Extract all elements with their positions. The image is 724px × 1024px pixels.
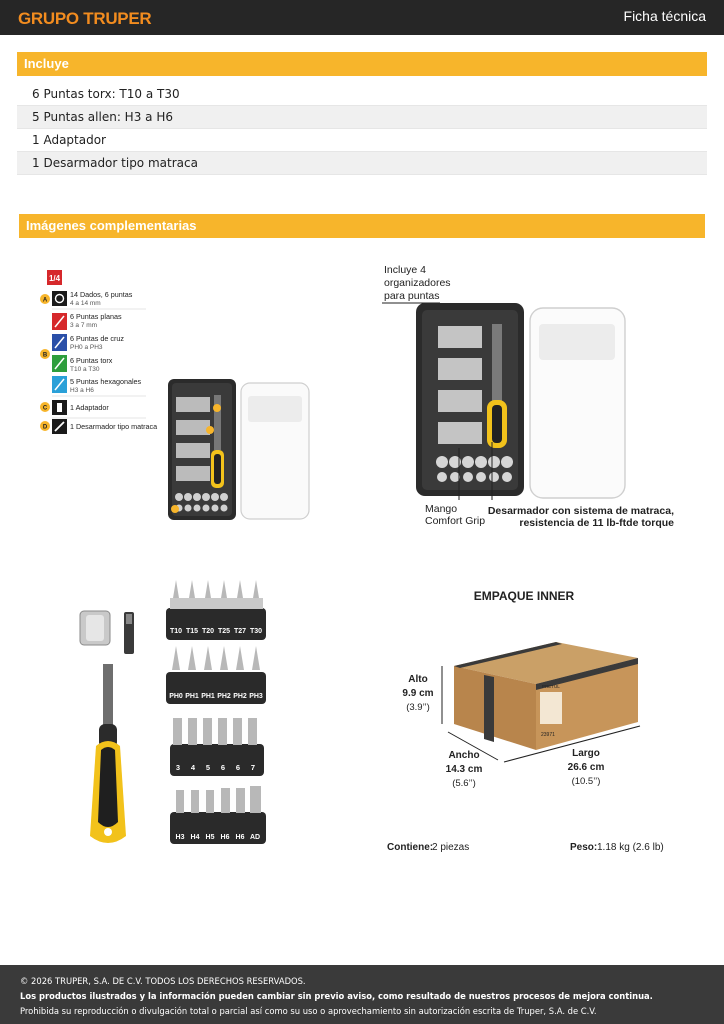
svg-text:1 Adaptador: 1 Adaptador	[70, 403, 109, 412]
list-item: 1 Adaptador	[17, 129, 707, 152]
bits-screwdriver-image: T10 T15 T20 T25 T27 T30 PH0 PH1 PH1 PH2 …	[72, 574, 272, 850]
svg-text:H6: H6	[221, 834, 230, 841]
svg-text:para puntas: para puntas	[384, 290, 439, 302]
svg-text:resistencia de 11 lb-ftde torq: resistencia de 11 lb-ftde torque	[519, 517, 674, 529]
case-callouts-image: Incluye 4 organizadores para puntas	[378, 260, 688, 536]
packaging-title: EMPAQUE INNER	[474, 589, 575, 603]
change-notice: Los productos ilustrados y la informació…	[20, 991, 653, 1001]
svg-text:PH0: PH0	[169, 693, 183, 700]
length-value: 26.6 cm	[568, 762, 605, 773]
svg-text:T15: T15	[186, 628, 198, 635]
drive-size-label: 1/4	[49, 274, 61, 283]
svg-text:5 Puntas hexagonales: 5 Puntas hexagonales	[70, 377, 142, 386]
svg-text:(10.5’’): (10.5’’)	[572, 776, 601, 787]
svg-text:PH0 a PH3: PH0 a PH3	[70, 344, 103, 351]
list-item: 1 Desarmador tipo matraca	[17, 152, 707, 175]
svg-text:T27: T27	[234, 628, 246, 635]
legend-row-adapter: C 1 Adaptador	[40, 400, 146, 419]
svg-text:PH2: PH2	[233, 693, 247, 700]
svg-text:23971: 23971	[541, 732, 555, 738]
footer: © 2026 TRUPER, S.A. DE C.V. TODOS LOS DE…	[0, 965, 724, 1024]
copyright: © 2026 TRUPER, S.A. DE C.V. TODOS LOS DE…	[20, 976, 306, 986]
svg-text:Comfort Grip: Comfort Grip	[425, 515, 485, 527]
svg-text:7: 7	[251, 763, 255, 772]
svg-text:AD: AD	[250, 834, 260, 841]
bit-row-slotted: 3 4 5 6 6 7	[170, 718, 264, 776]
weight-label: Peso:	[570, 842, 597, 853]
svg-text:6: 6	[221, 763, 225, 772]
svg-text:H3 a H6: H3 a H6	[70, 387, 94, 394]
svg-text:14 Dados, 6 puntas: 14 Dados, 6 puntas	[70, 290, 133, 299]
svg-text:T30: T30	[250, 628, 262, 635]
height-value: 9.9 cm	[402, 688, 433, 699]
section-title: Imágenes complementarias	[26, 218, 197, 233]
svg-text:T10 a T30: T10 a T30	[70, 366, 100, 373]
section-header-includes: Incluye	[17, 52, 707, 76]
svg-text:3 a 7 mm: 3 a 7 mm	[70, 322, 97, 329]
legal-notice: Prohibida su reproducción o divulgación …	[20, 1006, 597, 1016]
svg-text:H6: H6	[236, 834, 245, 841]
bit-row-torx: T10 T15 T20 T25 T27 T30	[166, 580, 266, 640]
case-illustration	[168, 379, 310, 520]
svg-text:6 Puntas de cruz: 6 Puntas de cruz	[70, 334, 124, 343]
svg-text:PH1: PH1	[201, 693, 215, 700]
box-illustration: PRETUL 23971	[454, 642, 638, 750]
width-label: Ancho	[448, 750, 479, 761]
legend-row-screwdriver: D 1 Desarmador tipo matraca	[40, 419, 157, 434]
svg-text:T10: T10	[170, 628, 182, 635]
svg-text:C: C	[43, 406, 48, 412]
contents-label: Contiene:	[387, 842, 433, 853]
legend-group-bits: B 6 Puntas planas 3 a 7 mm 6 Puntas de c…	[40, 312, 146, 397]
weight-value: 1.18 kg (2.6 lb)	[597, 842, 664, 853]
socket-illustration	[79, 610, 111, 646]
svg-text:4 a 14 mm: 4 a 14 mm	[70, 300, 101, 307]
svg-text:H3: H3	[176, 834, 185, 841]
svg-text:H4: H4	[191, 834, 200, 841]
svg-text:PH3: PH3	[249, 693, 263, 700]
svg-text:organizadores: organizadores	[384, 277, 451, 289]
width-value: 14.3 cm	[446, 764, 483, 775]
callout-handle: Mango	[425, 503, 457, 515]
svg-text:H5: H5	[206, 834, 215, 841]
document-type: Ficha técnica	[623, 8, 706, 24]
svg-text:D: D	[43, 425, 48, 431]
svg-text:3: 3	[176, 763, 180, 772]
top-bar: GRUPO TRUPER Ficha técnica	[0, 0, 724, 35]
svg-text:T20: T20	[202, 628, 214, 635]
drive-size-icon	[47, 270, 62, 285]
adapter-illustration	[124, 612, 134, 654]
svg-text:6: 6	[236, 763, 240, 772]
list-item: 5 Puntas allen: H3 a H6	[17, 106, 707, 129]
callout-organizers: Incluye 4	[384, 264, 426, 276]
bit-row-phillips: PH0 PH1 PH1 PH2 PH2 PH3	[166, 646, 266, 704]
svg-text:PRETUL: PRETUL	[542, 684, 560, 689]
svg-text:5: 5	[206, 763, 210, 772]
svg-text:(5.6’’): (5.6’’)	[452, 778, 476, 789]
svg-text:(3.9’’): (3.9’’)	[406, 702, 430, 713]
bit-row-hex: H3 H4 H5 H6 H6 AD	[170, 786, 266, 844]
svg-text:A: A	[43, 298, 48, 304]
includes-list: 6 Puntas torx: T10 a T30 5 Puntas allen:…	[17, 83, 707, 175]
legend-row-sockets: A 14 Dados, 6 puntas 4 a 14 mm	[40, 290, 146, 310]
svg-text:6 Puntas planas: 6 Puntas planas	[70, 312, 122, 321]
contents-value: 2 piezas	[432, 842, 469, 853]
brand-logo: GRUPO TRUPER	[18, 9, 152, 28]
svg-text:PH1: PH1	[185, 693, 199, 700]
packaging-image: EMPAQUE INNER PRETUL 23971 Alto 9.9 cm (…	[376, 584, 676, 860]
svg-text:PH2: PH2	[217, 693, 231, 700]
list-item: 6 Puntas torx: T10 a T30	[17, 83, 707, 106]
svg-text:4: 4	[191, 763, 196, 772]
height-label: Alto	[408, 674, 427, 685]
callout-ratchet: Desarmador con sistema de matraca,	[488, 505, 674, 517]
svg-text:T25: T25	[218, 628, 230, 635]
case-illustration	[416, 303, 626, 499]
section-header-images: Imágenes complementarias	[19, 214, 705, 238]
svg-text:1 Desarmador tipo matraca: 1 Desarmador tipo matraca	[70, 422, 157, 431]
screwdriver-illustration	[90, 664, 126, 843]
kit-contents-image: 1/4 A 14 Dados, 6 puntas 4 a 14 mm B 6 P…	[36, 262, 316, 532]
svg-text:B: B	[43, 353, 48, 359]
section-title: Incluye	[24, 56, 69, 71]
svg-text:6 Puntas torx: 6 Puntas torx	[70, 356, 113, 365]
length-label: Largo	[572, 748, 600, 759]
